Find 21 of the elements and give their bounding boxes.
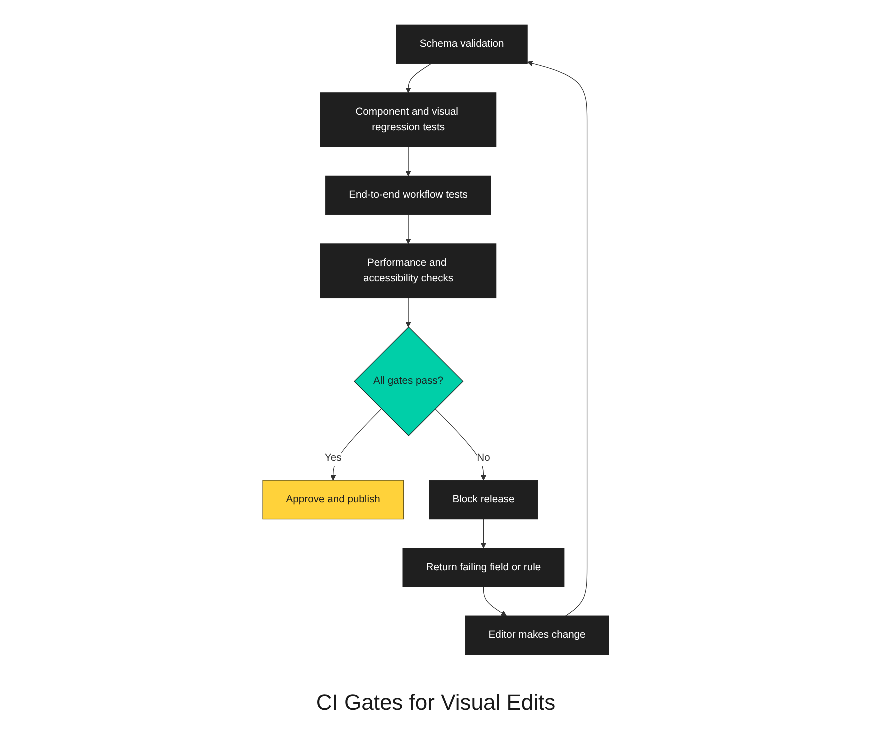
node-box: Editor makes change — [465, 616, 610, 656]
node-box: End-to-end workflow tests — [326, 176, 492, 216]
arrow — [480, 518, 487, 549]
node-box: Block release — [429, 480, 538, 520]
node-box: Schema validation — [396, 24, 528, 64]
arrow — [435, 408, 487, 481]
arrow — [483, 586, 507, 616]
node-box: Return failing field or rule — [402, 548, 565, 588]
arrow — [406, 64, 432, 94]
arrow — [406, 214, 412, 244]
node-box: Component and visual regression tests — [320, 92, 497, 148]
node-diamond: All gates pass? — [354, 326, 464, 436]
node-box: Performance and accessibility checks — [320, 244, 497, 299]
node-box: Approve and publish — [262, 480, 404, 520]
arrow — [406, 146, 412, 176]
arrow — [330, 408, 382, 481]
arrow — [527, 60, 588, 616]
diagram-caption: CI Gates for Visual Edits — [316, 690, 556, 715]
arrow — [406, 298, 412, 328]
edge-label: No — [477, 452, 490, 464]
edge-label: Yes — [324, 452, 342, 464]
